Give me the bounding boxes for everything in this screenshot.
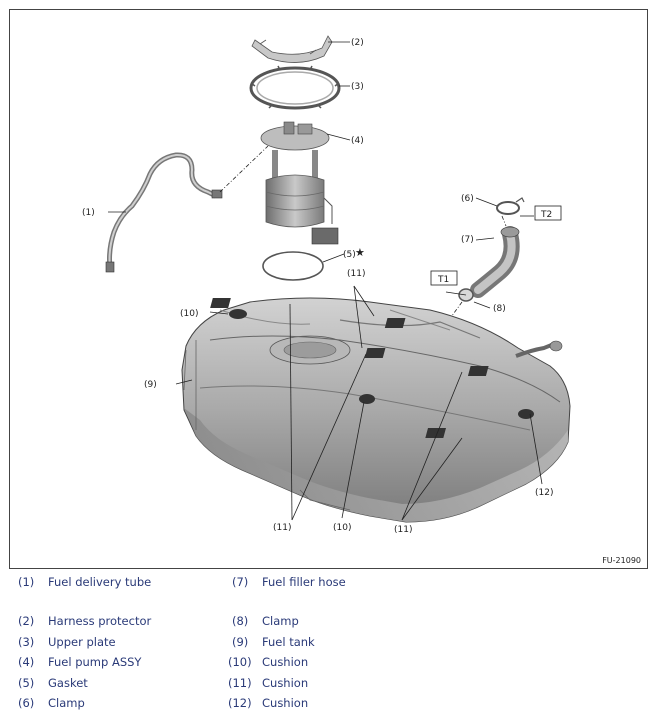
callout-10-top: (10) bbox=[180, 309, 198, 319]
callout-7: (7) bbox=[461, 235, 474, 245]
callout-6: (6) bbox=[461, 194, 474, 204]
leader-lines bbox=[108, 41, 543, 521]
legend-name: Cushion bbox=[262, 676, 309, 690]
callout-11-bottom-left: (11) bbox=[273, 523, 291, 533]
fuel-pump-assy-part bbox=[260, 121, 339, 245]
legend-number: (6) bbox=[18, 696, 35, 710]
tag-t1: T1 bbox=[437, 275, 449, 285]
legend-number: (1) bbox=[18, 575, 35, 589]
legend-number: (2) bbox=[18, 614, 35, 628]
legend-name: Upper plate bbox=[48, 635, 116, 649]
figure-id: FU-21090 bbox=[602, 556, 641, 565]
tag-t2: T2 bbox=[540, 210, 552, 220]
fuel-filler-hose-part bbox=[470, 226, 520, 298]
legend-name: Fuel tank bbox=[262, 635, 315, 649]
exploded-view-diagram: (2) (3) (4) (1) (5) ★ (6) (7) (8) (9) (1… bbox=[9, 9, 648, 569]
legend-name: Gasket bbox=[48, 676, 88, 690]
upper-plate-part bbox=[249, 65, 341, 110]
legend-name: Clamp bbox=[262, 614, 299, 628]
callout-2: (2) bbox=[351, 38, 364, 48]
parts-legend: (1) Fuel delivery tube (2) Harness prote… bbox=[0, 571, 657, 719]
legend-name: Fuel filler hose bbox=[262, 575, 346, 589]
harness-protector-part bbox=[251, 35, 333, 63]
legend-name: Fuel pump ASSY bbox=[48, 655, 142, 669]
callout-3: (3) bbox=[351, 82, 364, 92]
legend-number: (11) bbox=[228, 676, 252, 690]
legend-name: Fuel delivery tube bbox=[48, 575, 152, 589]
legend-number: (7) bbox=[232, 575, 249, 589]
callout-5: (5) bbox=[343, 250, 356, 260]
clamp-6-part bbox=[496, 197, 525, 215]
legend-name: Clamp bbox=[48, 696, 85, 710]
gasket-part bbox=[262, 251, 324, 281]
legend-number: (9) bbox=[232, 635, 249, 649]
fuel-delivery-tube-part bbox=[105, 152, 223, 273]
legend-number: (5) bbox=[18, 676, 35, 690]
callout-11-top: (11) bbox=[347, 269, 365, 279]
callout-1: (1) bbox=[82, 208, 95, 218]
legend-number: (10) bbox=[228, 655, 252, 669]
legend-name: Cushion bbox=[262, 655, 309, 669]
fuel-tank-part bbox=[181, 297, 571, 523]
legend-name: Harness protector bbox=[48, 614, 152, 628]
legend-name: Cushion bbox=[262, 696, 309, 710]
tag-t2-box bbox=[534, 205, 562, 221]
assembly-line-2 bbox=[501, 215, 507, 227]
tag-t1-box bbox=[430, 270, 458, 286]
assembly-line-1 bbox=[219, 145, 269, 193]
callout-8: (8) bbox=[493, 304, 506, 314]
diagram-canvas: (2) (3) (4) (1) (5) ★ (6) (7) (8) (9) (1… bbox=[82, 35, 571, 535]
legend-number: (8) bbox=[232, 614, 249, 628]
callout-11-bottom-right: (11) bbox=[394, 525, 412, 535]
legend-number: (4) bbox=[18, 655, 35, 669]
star-icon: ★ bbox=[355, 246, 365, 259]
legend-number: (3) bbox=[18, 635, 35, 649]
cushion-pads bbox=[210, 298, 534, 438]
callout-12: (12) bbox=[535, 488, 553, 498]
callout-9: (9) bbox=[144, 380, 157, 390]
callout-4: (4) bbox=[351, 136, 364, 146]
legend-number: (12) bbox=[228, 696, 252, 710]
callout-10-bottom: (10) bbox=[333, 523, 351, 533]
